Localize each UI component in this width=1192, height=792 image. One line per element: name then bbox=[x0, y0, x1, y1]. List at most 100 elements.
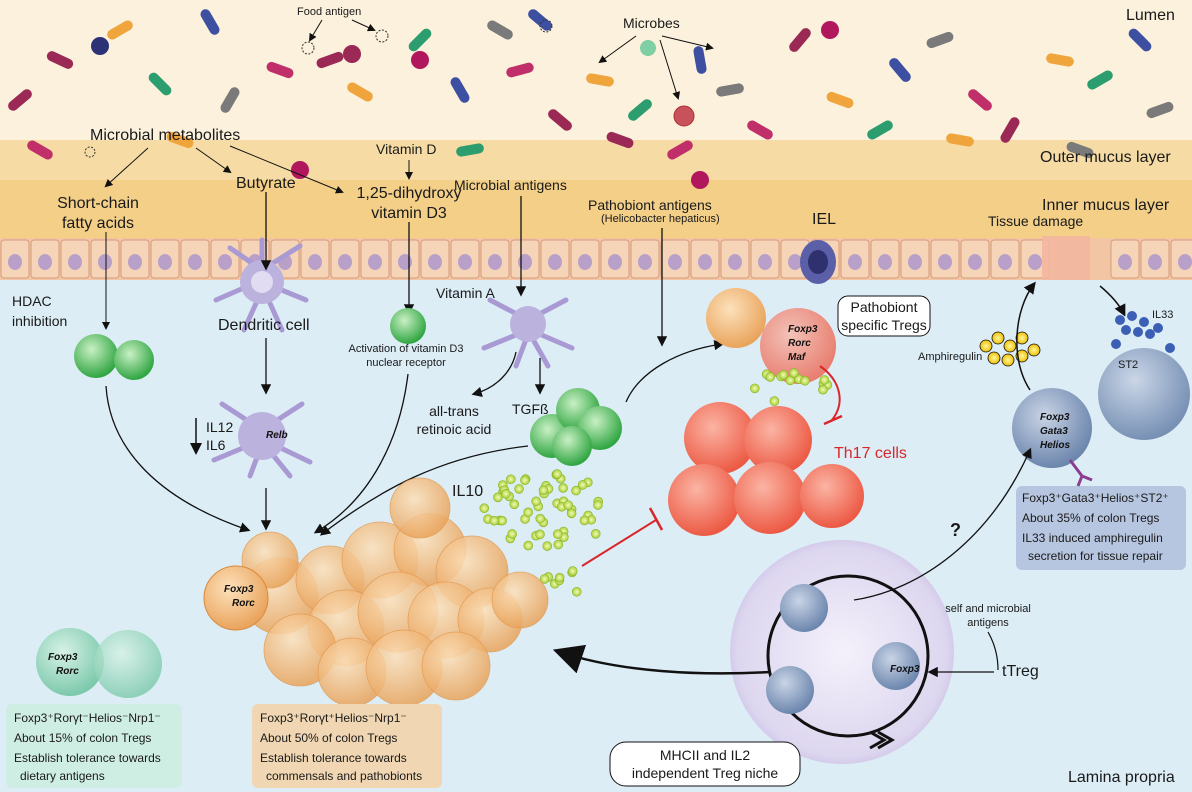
butyrate-label: Butyrate bbox=[236, 175, 296, 192]
pathobiont-tregs-label: Pathobiont bbox=[851, 299, 918, 315]
epithelial-st2-cell bbox=[1098, 348, 1190, 440]
il10-dot bbox=[531, 496, 541, 507]
il10-dot bbox=[800, 375, 810, 386]
niche-treg-cell bbox=[780, 584, 828, 632]
amphiregulin-label: Amphiregulin bbox=[918, 351, 982, 363]
tgfb-label: TGFß bbox=[512, 401, 549, 417]
epithelial-cell bbox=[390, 239, 420, 279]
foxp3-gene-teal: Foxp3 bbox=[48, 652, 78, 663]
rorgt-treg-cell bbox=[491, 571, 549, 629]
niche-label: MHCII and IL2 bbox=[660, 747, 750, 763]
teal-treg-cell bbox=[36, 628, 104, 696]
il10-dot bbox=[819, 375, 830, 385]
il10-dot bbox=[509, 499, 520, 510]
bacterium bbox=[693, 46, 707, 74]
il10-dot bbox=[535, 529, 545, 540]
niche-treg-cell bbox=[872, 642, 920, 690]
lumen-area bbox=[0, 0, 1192, 140]
rorgt-treg-cell bbox=[421, 631, 491, 701]
epithelial-cell bbox=[960, 239, 990, 279]
bacterium bbox=[1128, 28, 1152, 52]
epithelial-cell bbox=[510, 239, 540, 279]
il10-dot bbox=[769, 396, 780, 406]
il10-dot bbox=[749, 383, 760, 394]
epithelial-cell bbox=[930, 239, 960, 279]
green-treg-cell bbox=[114, 340, 154, 380]
pathobiont-treg-cell bbox=[706, 288, 766, 348]
info-box-left: Foxp3⁺Rorγt⁻Helios⁻Nrp1⁻ About 15% of co… bbox=[6, 704, 182, 788]
niche-cycle bbox=[766, 574, 930, 738]
il10-dot bbox=[577, 480, 588, 490]
pathobiont-treg-cell bbox=[760, 308, 836, 384]
epithelial-cell bbox=[600, 239, 630, 279]
bacterium bbox=[889, 58, 911, 82]
pathobiont-tregs-label-2: specific Tregs bbox=[841, 317, 927, 333]
gata3-gene: Gata3 bbox=[1040, 426, 1068, 437]
helicobacter-label: (Helicobacter hepaticus) bbox=[601, 213, 720, 225]
bacterium bbox=[266, 61, 294, 79]
coccus bbox=[91, 37, 109, 55]
pathobiont-tregs-box bbox=[837, 295, 931, 337]
epithelial-cell bbox=[690, 239, 720, 279]
il10-dot bbox=[590, 528, 601, 539]
epithelial-cell bbox=[120, 239, 150, 279]
maf-gene-pathobiont: Maf bbox=[788, 352, 807, 363]
bacterium bbox=[8, 89, 32, 111]
iel-nucleus bbox=[808, 250, 828, 274]
svg-text:dietary antigens: dietary antigens bbox=[20, 769, 105, 783]
food-antigen-label: Food antigen bbox=[297, 6, 361, 18]
th17-cells bbox=[668, 402, 864, 536]
bacterium bbox=[506, 62, 534, 78]
bacterium bbox=[826, 91, 854, 109]
scfa-label-2: fatty acids bbox=[62, 215, 134, 232]
bacterium bbox=[1000, 117, 1020, 143]
bacterium bbox=[200, 9, 220, 35]
epithelial-cell bbox=[90, 239, 120, 279]
food-antigen-particles bbox=[84, 19, 553, 158]
treg-niche bbox=[730, 540, 954, 764]
bacterium bbox=[789, 28, 811, 52]
bacterium bbox=[107, 20, 133, 40]
lamina-propria-label: Lamina propria bbox=[1068, 769, 1175, 786]
bacterium bbox=[867, 120, 893, 140]
svg-text:Establish tolerance towards: Establish tolerance towards bbox=[260, 751, 407, 765]
iel-label: IEL bbox=[812, 211, 836, 228]
bacterium bbox=[667, 140, 693, 160]
inner-mucus-area bbox=[0, 180, 1192, 238]
svg-text:IL33 induced amphiregulin: IL33 induced amphiregulin bbox=[1022, 531, 1163, 545]
rorc-gene-pathobiont: Rorc bbox=[788, 338, 811, 349]
il10-dot bbox=[539, 574, 550, 584]
il10-dot bbox=[523, 507, 533, 518]
il10-dot bbox=[571, 586, 582, 597]
svg-text:commensals and pathobionts: commensals and pathobionts bbox=[266, 769, 422, 783]
bacterium bbox=[606, 131, 634, 149]
bacterium bbox=[456, 143, 484, 157]
atra-label-2: retinoic acid bbox=[417, 421, 492, 437]
epithelial-cell bbox=[660, 239, 690, 279]
bacterium bbox=[1146, 101, 1174, 119]
il10-dot bbox=[553, 539, 564, 550]
amphiregulin-particles bbox=[979, 331, 1041, 367]
bacterium bbox=[946, 133, 974, 147]
il10-dot bbox=[506, 474, 516, 485]
epithelial-cell bbox=[840, 239, 870, 279]
teal-treg-cell bbox=[94, 630, 162, 698]
epithelial-cell bbox=[180, 239, 210, 279]
svg-text:Foxp3⁺Rorγt⁺Helios⁻Nrp1⁻: Foxp3⁺Rorγt⁺Helios⁻Nrp1⁻ bbox=[260, 711, 407, 725]
il10-particles bbox=[479, 368, 833, 597]
bacterium bbox=[347, 82, 373, 102]
svg-text:Establish tolerance towards: Establish tolerance towards bbox=[14, 751, 161, 765]
il10-dot bbox=[520, 475, 530, 486]
svg-text:Foxp3⁺Gata3⁺Helios⁺ST2⁺: Foxp3⁺Gata3⁺Helios⁺ST2⁺ bbox=[1022, 491, 1169, 505]
self-antigens-label: self and microbial bbox=[945, 603, 1031, 615]
inner-mucus-label: Inner mucus layer bbox=[1042, 197, 1170, 214]
epithelial-cell bbox=[480, 239, 510, 279]
epithelial-cell bbox=[300, 239, 330, 279]
tissue-damage-area bbox=[1042, 236, 1090, 280]
epithelial-cell bbox=[1170, 239, 1192, 279]
st2-receptor bbox=[1068, 459, 1093, 487]
bacterium bbox=[586, 73, 614, 87]
epithelial-cell bbox=[330, 239, 360, 279]
il10-dot bbox=[552, 469, 562, 479]
il10-dot bbox=[563, 500, 573, 510]
